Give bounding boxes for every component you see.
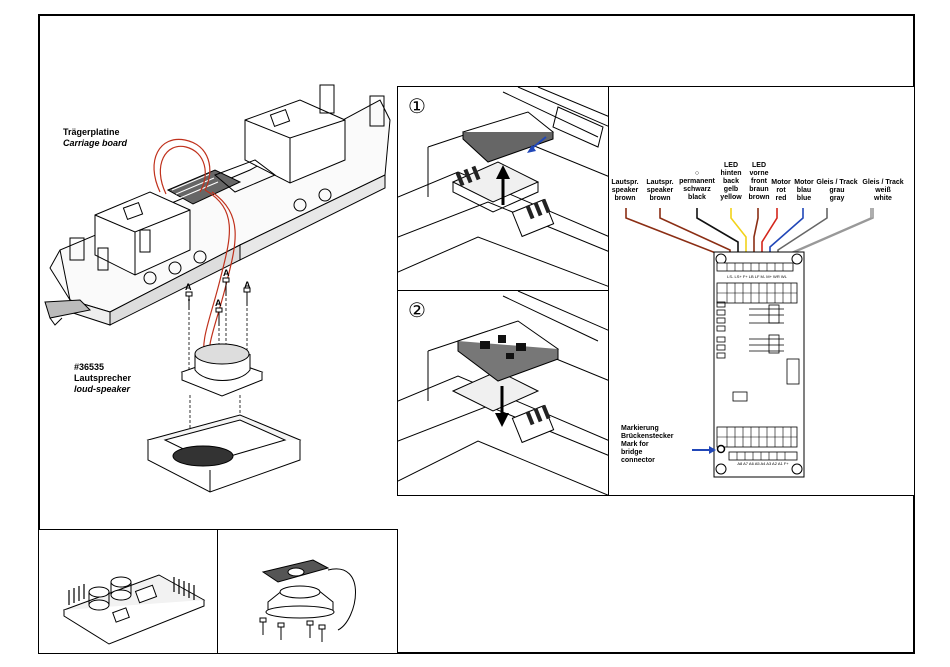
screw-label-2: A — [223, 268, 230, 278]
top-pin-labels: LS- LS+ F+ LB LF M- M+ WR WL — [727, 274, 787, 279]
carriage-board-label: Trägerplatine Carriage board — [63, 127, 128, 148]
screw-label-4: A — [215, 298, 222, 308]
screw-label-1: A — [185, 282, 192, 292]
step-2-number: ② — [408, 300, 426, 322]
decoder-board-thumbnail — [38, 529, 218, 654]
bridge-connector-label: Markierung Brückenstecker Mark for bridg… — [621, 425, 674, 464]
step-1-number: ① — [408, 96, 426, 118]
decoder-wiring-drawing — [625, 208, 874, 478]
bottom-pin-labels: A8 A7 A6 A5 A4 A3 A2 A1 F+ — [737, 461, 789, 466]
step-2-panel: ② — [397, 290, 609, 496]
speaker-module-thumbnail — [217, 529, 398, 654]
screw-label-3: A — [244, 280, 251, 290]
speaker-label: #36535 Lautsprecher loud-speaker — [74, 362, 132, 394]
step-1-panel: ① — [397, 86, 609, 291]
